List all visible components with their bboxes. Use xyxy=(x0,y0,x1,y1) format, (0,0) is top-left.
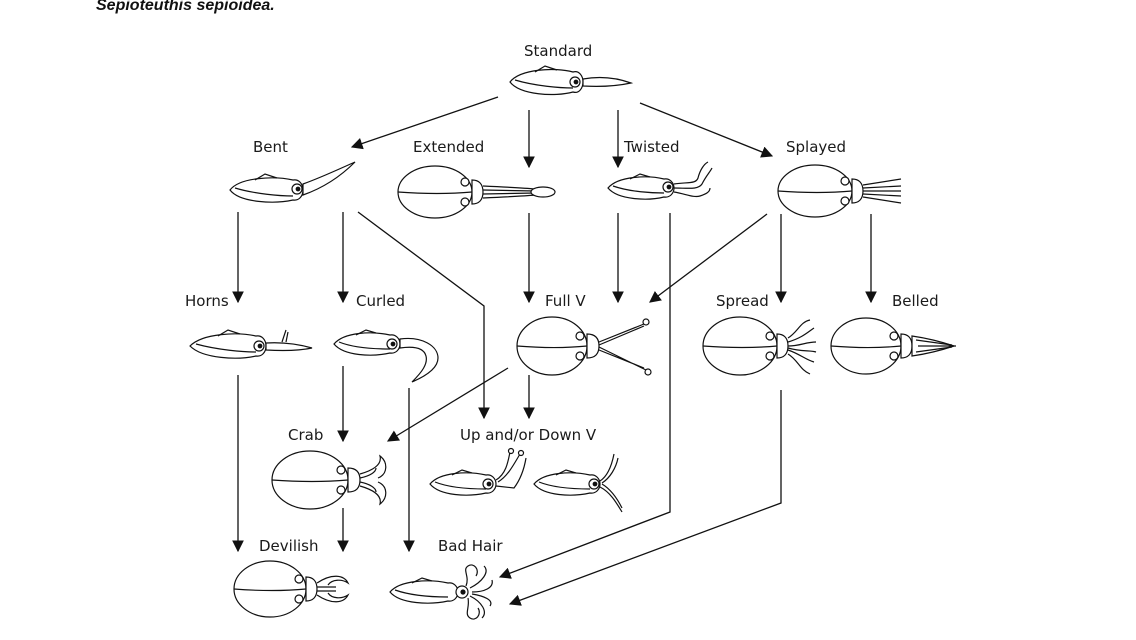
squid-splayed-icon xyxy=(777,164,902,218)
squid-devilish-icon xyxy=(233,560,350,618)
squid-bent-icon xyxy=(229,161,356,203)
label-bent: Bent xyxy=(253,138,288,156)
label-standard: Standard xyxy=(524,42,592,60)
edge-standard-bent xyxy=(350,96,499,150)
edge-twisted-badhair xyxy=(498,213,671,579)
label-crab: Crab xyxy=(288,426,323,444)
label-extended: Extended xyxy=(413,138,484,156)
label-fullv: Full V xyxy=(545,292,586,310)
label-splayed: Splayed xyxy=(786,138,846,156)
label-layer: Standard Bent Extended Twisted Splayed H… xyxy=(185,42,939,555)
squid-belled-icon xyxy=(830,317,956,375)
edge-spread-badhair xyxy=(508,390,782,606)
edge-bent-updownv xyxy=(357,211,490,420)
label-twisted: Twisted xyxy=(623,138,680,156)
edge-layer xyxy=(232,96,877,606)
edge-standard-splayed xyxy=(639,102,774,158)
squid-down-v-icon xyxy=(533,453,623,513)
squid-horns-icon xyxy=(189,329,313,359)
illustration-layer xyxy=(189,65,956,620)
edge-splayed-fullv xyxy=(649,213,768,303)
label-badhair: Bad Hair xyxy=(438,537,503,555)
squid-crab-icon xyxy=(271,450,387,510)
squid-curled-icon xyxy=(333,329,439,383)
squid-standard-icon xyxy=(509,65,634,96)
squid-up-v-icon xyxy=(429,447,527,496)
squid-full-v-icon xyxy=(516,316,652,376)
squid-bad-hair-icon xyxy=(389,564,493,620)
figure-caption: Sepioteuthis sepioidea. xyxy=(96,0,275,14)
squid-extended-icon xyxy=(397,165,556,219)
label-devilish: Devilish xyxy=(259,537,318,555)
label-updownv: Up and/or Down V xyxy=(460,426,597,444)
label-spread: Spread xyxy=(716,292,769,310)
label-horns: Horns xyxy=(185,292,229,310)
edge-fullv-crab xyxy=(387,367,509,442)
squid-twisted-icon xyxy=(607,161,713,200)
label-curled: Curled xyxy=(356,292,405,310)
squid-spread-icon xyxy=(702,316,817,376)
label-belled: Belled xyxy=(892,292,939,310)
